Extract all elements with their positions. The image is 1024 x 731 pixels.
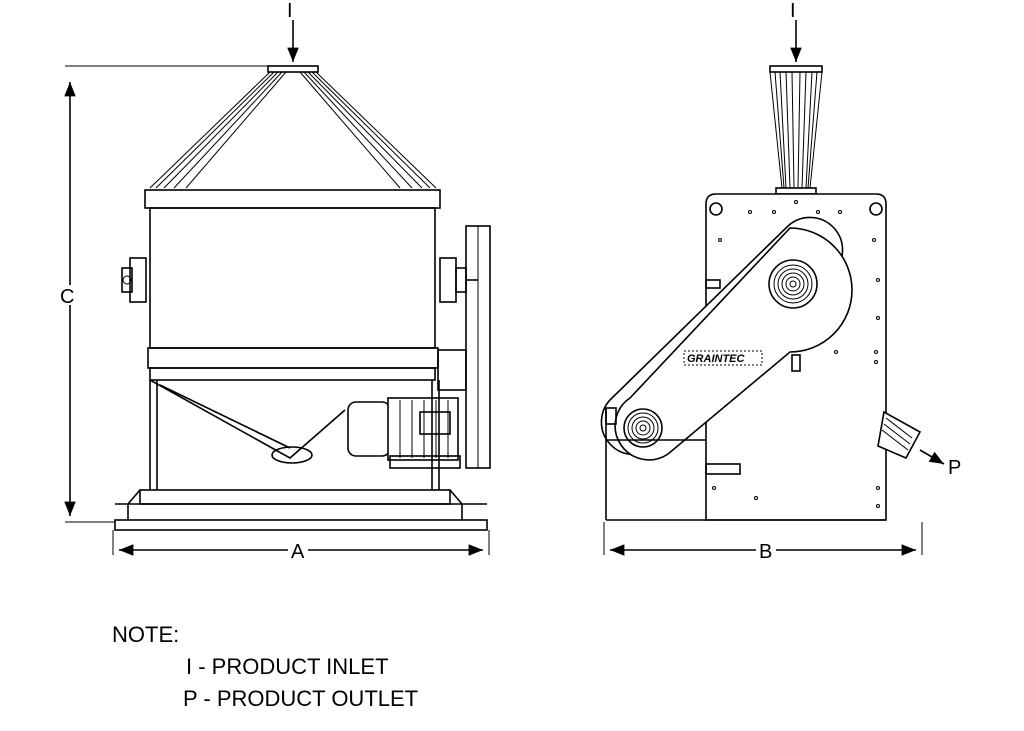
corner-hole-left — [709, 202, 723, 216]
base-plate — [114, 519, 488, 531]
side-belt-cover — [614, 227, 853, 461]
side-bracket — [705, 279, 721, 289]
lower-band — [149, 367, 436, 381]
side-inlet-flange — [769, 65, 823, 73]
hopper-top-flange — [267, 65, 319, 73]
note-line-outlet: P - PRODUCT OUTLET — [183, 686, 419, 711]
hopper-cone — [149, 71, 437, 189]
discharge-outlet — [271, 446, 313, 464]
corner-hole-right — [869, 202, 883, 216]
side-inlet-funnel — [769, 71, 823, 189]
dim-b-label: B — [759, 541, 772, 563]
inlet-label-side: I — [790, 0, 796, 22]
outlet-label: P — [948, 457, 961, 479]
small-sheave — [623, 408, 663, 448]
main-housing — [149, 207, 436, 349]
base-frame — [139, 489, 451, 505]
mid-band — [147, 347, 439, 369]
outlet-arrow — [919, 449, 945, 465]
dim-a-label: A — [291, 541, 305, 563]
inlet-label-front: I — [287, 0, 293, 22]
note-line-inlet: I - PRODUCT INLET — [186, 654, 389, 679]
motor — [347, 397, 461, 469]
brand-label: GRAINTEC — [687, 353, 746, 365]
large-sheave — [768, 259, 818, 309]
side-view: I — [600, 0, 961, 563]
guard-bracket — [437, 349, 467, 391]
right-bearing — [439, 257, 478, 303]
housing-bolts — [712, 200, 880, 508]
side-inlet-base — [775, 187, 817, 195]
discharge-hopper — [149, 379, 346, 459]
front-view: I — [60, 0, 491, 563]
brand-plate — [683, 350, 763, 366]
note-heading: NOTE: — [112, 622, 180, 647]
side-outlet — [877, 410, 922, 460]
left-bearing — [121, 257, 147, 303]
top-plate — [144, 189, 441, 209]
tension-bolt — [791, 354, 801, 372]
foot-bracket — [705, 463, 741, 475]
dim-c-label: C — [60, 286, 74, 308]
